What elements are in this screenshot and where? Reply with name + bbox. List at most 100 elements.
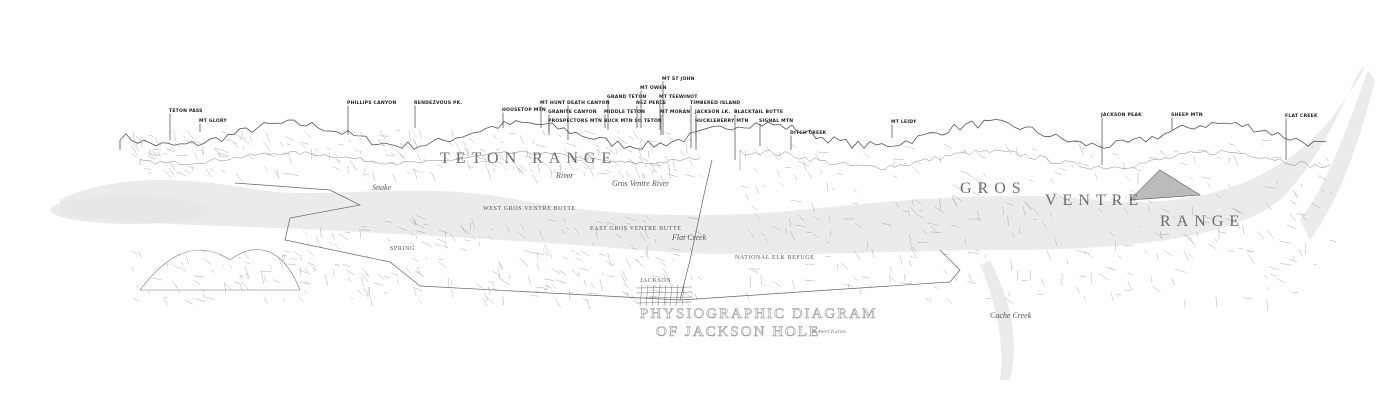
terrain-hatch xyxy=(644,230,649,239)
terrain-hatch xyxy=(542,160,549,169)
terrain-hatch xyxy=(384,149,387,153)
terrain-hatch xyxy=(772,280,782,287)
terrain-hatch xyxy=(147,172,152,174)
peak-label-text: JACKSON PEAK xyxy=(1100,112,1142,118)
terrain-hatch xyxy=(859,287,861,295)
terrain-hatch xyxy=(643,173,645,178)
terrain-hatch xyxy=(131,145,138,156)
terrain-hatch xyxy=(342,263,351,267)
terrain-hatch xyxy=(915,213,924,219)
spring-label: SPRING xyxy=(390,246,415,252)
terrain-hatch xyxy=(447,277,450,289)
terrain-hatch xyxy=(910,247,916,257)
terrain-hatch xyxy=(542,129,546,136)
terrain-hatch xyxy=(635,258,644,268)
terrain-hatch xyxy=(632,247,637,250)
terrain-hatch xyxy=(626,161,636,164)
terrain-hatch xyxy=(263,141,271,151)
terrain-hatch xyxy=(360,273,369,282)
terrain-hatch xyxy=(911,165,921,175)
terrain-hatch xyxy=(1076,286,1080,294)
terrain-hatch xyxy=(1217,231,1227,234)
terrain-hatch xyxy=(455,154,465,156)
terrain-hatch xyxy=(447,141,453,146)
terrain-hatch xyxy=(245,274,250,280)
terrain-hatch xyxy=(550,254,552,259)
terrain-hatch xyxy=(771,226,782,231)
terrain-hatch xyxy=(241,282,249,290)
terrain-hatch xyxy=(332,233,335,240)
terrain-hatch xyxy=(931,226,938,234)
terrain-hatch xyxy=(282,298,285,303)
terrain-hatch xyxy=(1029,179,1034,182)
terrain-hatch xyxy=(544,279,555,281)
gros-ventre-range-label-1: GROS xyxy=(960,180,1027,197)
terrain-hatch xyxy=(748,230,755,239)
peak-label: JACKSON PEAK xyxy=(1100,112,1142,165)
terrain-hatch xyxy=(932,285,939,290)
terrain-hatch xyxy=(159,142,161,147)
terrain-hatch xyxy=(751,205,759,212)
terrain-hatch xyxy=(1234,208,1245,215)
terrain-hatch xyxy=(326,148,332,150)
terrain-hatch xyxy=(542,250,549,256)
terrain-hatch xyxy=(552,168,558,174)
peak-label-text: MIDDLE TETON xyxy=(604,109,645,115)
terrain-hatch xyxy=(636,162,640,166)
terrain-hatch xyxy=(902,210,909,212)
terrain-hatch xyxy=(490,227,494,231)
terrain-hatch xyxy=(491,270,502,277)
terrain-hatch xyxy=(755,186,760,195)
terrain-hatch xyxy=(668,282,674,286)
terrain-hatch xyxy=(143,168,152,170)
terrain-hatch xyxy=(565,227,569,230)
terrain-hatch xyxy=(645,163,647,169)
terrain-hatch xyxy=(414,287,422,292)
terrain-hatch xyxy=(353,167,358,171)
terrain-hatch xyxy=(441,245,448,248)
terrain-hatch xyxy=(1124,175,1130,181)
terrain-hatch xyxy=(385,221,393,223)
terrain-hatch xyxy=(181,262,185,267)
terrain-hatch xyxy=(645,215,652,222)
terrain-hatch xyxy=(1046,249,1051,260)
terrain-hatch xyxy=(984,253,986,258)
terrain-hatch xyxy=(910,245,918,253)
peak-label: GRAND TETON xyxy=(607,94,646,130)
terrain-hatch xyxy=(386,237,392,242)
terrain-hatch xyxy=(676,291,679,301)
terrain-hatch xyxy=(1025,201,1032,209)
terrain-hatch xyxy=(943,143,952,149)
terrain-hatch xyxy=(437,258,444,260)
terrain-hatch xyxy=(1265,202,1273,211)
terrain-hatch xyxy=(362,268,369,276)
terrain-hatch xyxy=(535,286,548,289)
terrain-hatch xyxy=(453,139,459,147)
terrain-hatch xyxy=(1264,186,1277,189)
terrain-hatch xyxy=(604,260,613,267)
terrain-hatch xyxy=(512,166,515,170)
terrain-hatch xyxy=(1179,214,1182,226)
terrain-hatch xyxy=(753,148,762,157)
terrain-hatch xyxy=(863,152,870,158)
terrain-hatch xyxy=(458,147,460,153)
terrain-hatch xyxy=(684,296,690,307)
terrain-hatch xyxy=(1148,157,1158,159)
terrain-hatch xyxy=(162,298,169,306)
terrain-hatch xyxy=(1261,142,1264,146)
peak-label: MT OWEN xyxy=(640,85,666,128)
terrain-hatch xyxy=(639,232,646,241)
terrain-hatch xyxy=(650,162,656,173)
terrain-hatch xyxy=(852,276,859,282)
terrain-hatch xyxy=(623,284,630,288)
terrain-hatch xyxy=(1078,162,1082,166)
terrain-hatch xyxy=(414,140,419,150)
terrain-hatch xyxy=(435,243,441,247)
terrain-hatch xyxy=(580,130,584,134)
diagram-title-line1: PHYSIOGRAPHIC DIAGRAM xyxy=(640,306,877,322)
terrain-hatch xyxy=(754,168,758,173)
terrain-hatch xyxy=(378,143,386,147)
terrain-hatch xyxy=(587,152,594,163)
peak-label: NEZ PERCE xyxy=(636,100,666,128)
terrain-hatch xyxy=(319,227,322,238)
